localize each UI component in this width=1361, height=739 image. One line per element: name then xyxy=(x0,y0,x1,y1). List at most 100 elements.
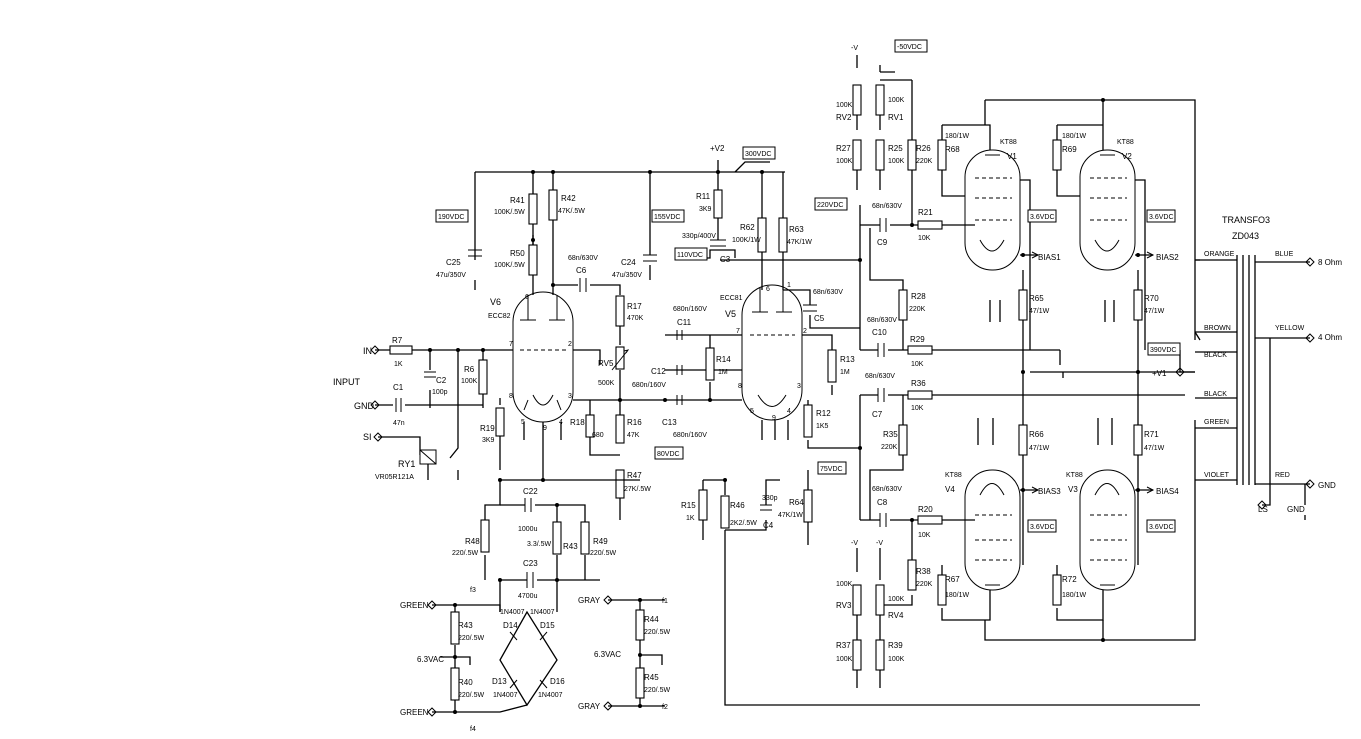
vbox-390-label: 390VDC xyxy=(1150,347,1176,354)
label-v6: V6 xyxy=(490,297,501,307)
val-r47: 27K/.5W xyxy=(624,486,651,493)
val-r39: 100K xyxy=(888,656,905,663)
junctions xyxy=(453,98,1140,714)
val-r28: 220K xyxy=(909,306,926,313)
ref-rv5: RV5 xyxy=(598,359,614,368)
ref-c5: C5 xyxy=(814,314,825,323)
ref-r12: R12 xyxy=(816,409,831,418)
val-r64: 47K/1W xyxy=(778,512,803,519)
label-bias3: BIAS3 xyxy=(1038,487,1061,496)
val-d14: 1N4007 xyxy=(500,609,525,616)
label-v4: V4 xyxy=(945,485,955,494)
ref-r13: R13 xyxy=(840,355,855,364)
label-plus-v1: +V1 xyxy=(1152,369,1167,378)
ref-c10: C10 xyxy=(872,328,887,337)
ref-r14: R14 xyxy=(716,355,731,364)
label-v5: V5 xyxy=(725,309,736,319)
ref-c25: C25 xyxy=(446,258,461,267)
ref-r7: R7 xyxy=(392,336,403,345)
val-c13: 680n/160V xyxy=(673,432,707,439)
ref-r49: R49 xyxy=(593,537,608,546)
val-r11: 3K9 xyxy=(699,206,712,213)
label-green-1: GREEN xyxy=(400,601,429,610)
input-section xyxy=(375,345,513,480)
val-c25: 47u/350V xyxy=(436,272,466,279)
label-f2: f2 xyxy=(662,704,668,711)
pin-v5-8: 8 xyxy=(738,383,742,390)
ref-r39: R39 xyxy=(888,641,903,650)
vbox-3v6-2-label: 3.6VDC xyxy=(1149,214,1174,221)
hv-rails xyxy=(474,160,785,290)
val-r62: 100K/1W xyxy=(732,237,761,244)
ref-c24: C24 xyxy=(621,258,636,267)
val-c5: 68n/630V xyxy=(813,289,843,296)
label-neg-v-4: -V xyxy=(876,540,883,547)
ref-d13: D13 xyxy=(492,677,507,686)
pin-v5-2: 2 xyxy=(803,328,807,335)
ref-r35: R35 xyxy=(883,430,898,439)
val-r50: 100K/.5W xyxy=(494,262,525,269)
ref-r47: R47 xyxy=(627,471,642,480)
val-r13: 1M xyxy=(840,369,850,376)
ref-d15: D15 xyxy=(540,621,555,630)
ref-r18: R18 xyxy=(570,418,585,427)
ref-c13: C13 xyxy=(662,418,677,427)
label-v3: V3 xyxy=(1068,485,1078,494)
label-violet: VIOLET xyxy=(1204,472,1230,479)
output-tubes xyxy=(964,149,1136,591)
label-transfo-part: ZD043 xyxy=(1232,231,1259,241)
ref-r62: R62 xyxy=(740,223,755,232)
vbox-300-label: 300VDC xyxy=(745,151,771,158)
val-r16: 47K xyxy=(627,432,640,439)
ref-c12: C12 xyxy=(651,367,666,376)
val-c9: 68n/630V xyxy=(872,203,902,210)
label-kt88-3: KT88 xyxy=(945,472,962,479)
val-c22: 1000u xyxy=(518,526,538,533)
val-r25: 100K xyxy=(888,158,905,165)
val-c8: 68n/630V xyxy=(872,486,902,493)
text-labels: INPUT IN GND SI RY1 VR05R121A V6 ECC82 V… xyxy=(333,45,1342,733)
ref-r71: R71 xyxy=(1144,430,1159,439)
ref-r50: R50 xyxy=(510,249,525,258)
ref-c11: C11 xyxy=(677,318,692,327)
ref-r69: R69 xyxy=(1062,145,1077,154)
terminals xyxy=(370,257,1315,717)
label-bias4: BIAS4 xyxy=(1156,487,1179,496)
val-r10: 3.3/.5W xyxy=(527,541,552,548)
label-f3: f3 xyxy=(470,587,476,594)
val-r36: 10K xyxy=(911,405,924,412)
ref-r64: R64 xyxy=(789,498,804,507)
val-d16: 1N4007 xyxy=(538,692,563,699)
ref-c8: C8 xyxy=(877,498,888,507)
ref-d14: D14 xyxy=(503,621,518,630)
label-si: SI xyxy=(363,432,372,442)
ref-rv4: RV4 xyxy=(888,611,904,620)
ref-r11: R11 xyxy=(696,192,711,201)
ref-c2: C2 xyxy=(436,376,447,385)
tube-v5 xyxy=(741,284,803,440)
pin-v6-7: 7 xyxy=(509,341,513,348)
val-r18: 680 xyxy=(592,432,604,439)
val-r67: 180/1W xyxy=(945,592,970,599)
ref-r48: R48 xyxy=(465,537,480,546)
val-r19: 3K9 xyxy=(482,437,495,444)
val-r40: 220/.5W xyxy=(458,692,484,699)
vbox-190-label: 190VDC xyxy=(438,214,464,221)
pin-v6-6: 6 xyxy=(525,294,529,301)
ref-r66: R66 xyxy=(1029,430,1044,439)
ref-r67: R67 xyxy=(945,575,960,584)
val-r17: 470K xyxy=(627,315,644,322)
val-r29: 10K xyxy=(911,361,924,368)
output-transformer xyxy=(1179,255,1310,520)
label-gray-1: GRAY xyxy=(578,596,601,605)
label-yellow: YELLOW xyxy=(1275,325,1305,332)
label-ry1: RY1 xyxy=(398,459,415,469)
vbox-110-label: 110VDC xyxy=(677,252,703,259)
label-gnd-ls: GND xyxy=(1287,505,1305,514)
label-neg-v-3: -V xyxy=(851,540,858,547)
val-r42: 47K/.5W xyxy=(558,208,585,215)
val-r41: 100K/.5W xyxy=(494,209,525,216)
ref-r42: R42 xyxy=(561,194,576,203)
